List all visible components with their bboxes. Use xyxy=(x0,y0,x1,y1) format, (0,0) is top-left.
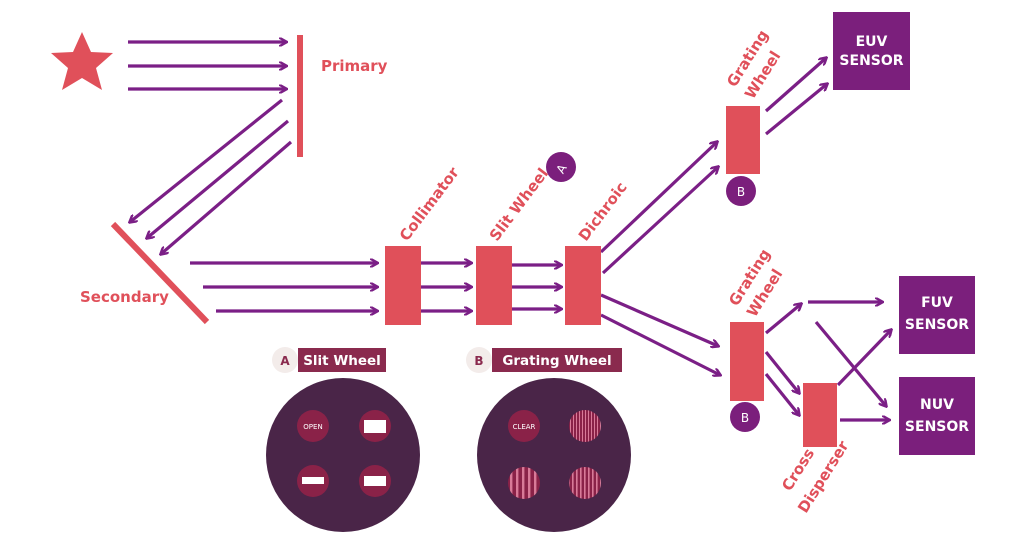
upper-grating-wheel-element xyxy=(726,106,760,174)
arrow xyxy=(147,119,290,238)
collimator-element xyxy=(385,246,421,325)
arrow xyxy=(764,84,827,136)
svg-text:B: B xyxy=(474,354,483,368)
arrow xyxy=(764,350,799,393)
primary-label: Primary xyxy=(321,57,388,75)
cross-disperser-element xyxy=(803,383,837,447)
slit-wheel-element xyxy=(476,246,512,325)
arrow xyxy=(601,167,718,275)
secondary-mirror xyxy=(110,221,210,325)
arrow xyxy=(130,98,284,222)
svg-text:NUV: NUV xyxy=(920,397,954,413)
svg-text:OPEN: OPEN xyxy=(303,423,322,431)
svg-text:SENSOR: SENSOR xyxy=(905,419,969,435)
slit-position-open: OPEN xyxy=(297,410,329,442)
upper-grating-badge: B xyxy=(726,176,756,206)
light-path-arrows xyxy=(128,42,891,420)
primary-mirror xyxy=(297,35,303,157)
svg-text:CLEAR: CLEAR xyxy=(513,423,536,431)
grating-position-fine xyxy=(569,410,601,442)
arrow xyxy=(764,372,799,415)
secondary-label: Secondary xyxy=(80,288,169,306)
svg-text:FUV: FUV xyxy=(921,295,953,311)
arrow xyxy=(599,142,717,254)
slit-position-narrow xyxy=(297,465,329,497)
nuv-sensor: NUV SENSOR xyxy=(899,377,975,455)
slit-wheel-badge: A xyxy=(546,152,576,182)
legend-grating-wheel: B Grating Wheel CLEAR xyxy=(466,347,631,532)
star-source-icon xyxy=(51,32,113,90)
arrow xyxy=(161,140,293,254)
svg-text:Grating Wheel: Grating Wheel xyxy=(502,353,611,369)
arrow xyxy=(764,58,826,113)
lower-grating-wheel-element xyxy=(730,322,764,401)
arrow xyxy=(764,304,801,335)
dichroic-element xyxy=(565,246,601,325)
collimator-label: Collimator xyxy=(396,163,463,244)
svg-text:SENSOR: SENSOR xyxy=(905,317,969,333)
svg-text:B: B xyxy=(737,185,745,199)
slit-position-wide xyxy=(359,410,391,442)
svg-text:EUV: EUV xyxy=(856,34,888,50)
svg-text:SENSOR: SENSOR xyxy=(839,53,903,69)
euv-sensor: EUV SENSOR xyxy=(833,12,910,90)
lower-grating-badge: B xyxy=(730,402,760,432)
grating-position-clear: CLEAR xyxy=(508,410,540,442)
grating-position-medium xyxy=(569,467,601,499)
dichroic-label: Dichroic xyxy=(575,179,631,245)
svg-text:B: B xyxy=(741,411,749,425)
grating-position-coarse xyxy=(508,467,540,499)
arrow xyxy=(836,330,891,387)
arrow xyxy=(814,320,886,406)
slit-wheel-label: Slit Wheel xyxy=(486,165,552,245)
arrow xyxy=(600,293,718,346)
svg-text:A: A xyxy=(280,354,290,368)
legend-slit-wheel: A Slit Wheel OPEN xyxy=(266,347,420,532)
fuv-sensor: FUV SENSOR xyxy=(899,276,975,354)
svg-text:Slit Wheel: Slit Wheel xyxy=(303,353,381,369)
slit-position-medium xyxy=(359,465,391,497)
arrow xyxy=(600,313,720,375)
